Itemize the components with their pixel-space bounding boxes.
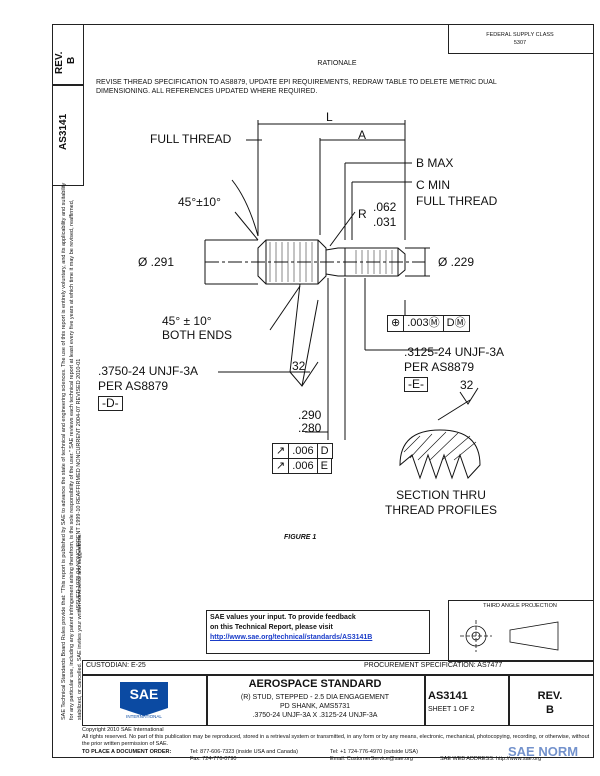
both-ends-leader bbox=[269, 285, 301, 331]
position-symbol: ⊕ bbox=[388, 316, 405, 331]
desc-line2: PD SHANK, AMS5731 bbox=[279, 703, 351, 710]
footer-email: Email: CustomerService@sae.org bbox=[330, 756, 413, 762]
feedback-line2: on this Technical Report, please visit bbox=[210, 624, 333, 631]
page-border bbox=[52, 24, 594, 758]
section-thread-profile bbox=[399, 429, 481, 480]
position-tolerance-frame: ⊕ .003Ⓜ DⓂ bbox=[387, 315, 470, 332]
dia-left-label: Ø .291 bbox=[138, 255, 175, 269]
dim-L-label: L bbox=[326, 110, 333, 124]
thread-left-line2: PER AS8879 bbox=[98, 379, 169, 393]
runout-icon: ↗ bbox=[273, 459, 290, 473]
radius-leader bbox=[329, 211, 356, 247]
section-line2: THREAD PROFILES bbox=[384, 503, 498, 517]
full-thread-right-label: FULL THREAD bbox=[416, 194, 498, 208]
surface-finish-value-2: 32 bbox=[460, 378, 474, 392]
runout-frame-2: ↗ .006 E bbox=[272, 458, 332, 474]
projection-label: THIRD ANGLE PROJECTION bbox=[483, 603, 557, 609]
rev-cell bbox=[508, 674, 594, 726]
chamfer-both-line1: 45° ± 10° bbox=[162, 314, 212, 328]
footer-copyright: Copyright 2010 SAE International bbox=[82, 727, 164, 733]
chamfer-arc bbox=[231, 179, 259, 237]
procurement-label: PROCUREMENT SPECIFICATION: AS7477 bbox=[364, 662, 503, 669]
thread-right-line2: PER AS8879 bbox=[404, 360, 475, 374]
projection-box bbox=[448, 600, 594, 662]
dia-right-label: Ø .229 bbox=[438, 255, 475, 269]
feedback-box bbox=[206, 610, 430, 654]
logo-cell bbox=[82, 674, 208, 726]
margin-rev-box bbox=[52, 24, 84, 86]
position-datum: DⓂ bbox=[446, 317, 466, 329]
chamfer-top-label: 45°±10° bbox=[178, 195, 221, 209]
feedback-link[interactable]: http://www.sae.org/technical/standards/A… bbox=[210, 634, 373, 641]
runout1-datum: D bbox=[320, 445, 329, 457]
footer-rights: All rights reserved. No part of this pub… bbox=[82, 734, 590, 747]
runout-frame-1: ↗ .006 D bbox=[272, 443, 333, 459]
radius-lo: .031 bbox=[373, 215, 397, 229]
custodian-row bbox=[82, 660, 594, 676]
radius-hi: .062 bbox=[373, 200, 397, 214]
title-rev-value: B bbox=[546, 704, 554, 716]
runout1-value: .006 bbox=[289, 444, 318, 458]
sae-logo-text: SAE bbox=[129, 686, 159, 702]
runout2-datum: E bbox=[320, 460, 328, 472]
footer-watermark: SAE NORM bbox=[508, 744, 579, 759]
datum-d: -D- bbox=[98, 396, 123, 411]
desc-line1: (R) STUD, STEPPED - 2.5 DIA ENGAGEMENT bbox=[240, 694, 390, 701]
dim-290: .290 bbox=[298, 408, 322, 422]
footer-tel2: Tel: +1 724-776-4970 (outside USA) bbox=[330, 749, 418, 755]
footer-order-label: TO PLACE A DOCUMENT ORDER: bbox=[82, 749, 172, 755]
dim-280: .280 bbox=[298, 421, 322, 435]
feedback-line1: SAE values your input. To provide feedba… bbox=[210, 614, 356, 621]
b-max-label: B MAX bbox=[416, 156, 454, 170]
section-line1: SECTION THRU bbox=[396, 488, 486, 502]
surface-finish-value: 32 bbox=[292, 359, 306, 373]
title-cell bbox=[206, 674, 426, 726]
custodian-label: CUSTODIAN: E-25 bbox=[86, 662, 146, 669]
margin-docnum-box bbox=[52, 84, 84, 186]
full-thread-left-label: FULL THREAD bbox=[150, 132, 232, 146]
third-angle-projection-icon bbox=[460, 620, 559, 652]
sae-logo bbox=[120, 682, 168, 716]
position-tolerance: .003Ⓜ bbox=[404, 316, 444, 331]
dim-A-label: A bbox=[358, 128, 367, 142]
runout2-value: .006 bbox=[289, 459, 318, 473]
figure-caption: FIGURE 1 bbox=[284, 534, 317, 541]
rationale-text: REVISE THREAD SPECIFICATION TO AS8879, U… bbox=[96, 79, 497, 95]
chamfer-both-line2: BOTH ENDS bbox=[162, 328, 233, 342]
sae-logo-sub: INTERNATIONAL bbox=[126, 714, 162, 719]
docnum-cell bbox=[424, 674, 510, 726]
title-doc-number: AS3141 bbox=[428, 690, 468, 702]
footer-fax: Fax: 724-776-0790 bbox=[190, 756, 237, 762]
radius-prefix: R bbox=[358, 207, 367, 221]
rationale-title: RATIONALE bbox=[317, 60, 357, 67]
stud-drawing bbox=[204, 120, 481, 480]
fed-class-label: FEDERAL SUPPLY CLASS bbox=[486, 32, 554, 38]
title-rev-label: REV. bbox=[537, 690, 563, 702]
datum-e: -E- bbox=[404, 377, 428, 392]
fed-class-value: 5307 bbox=[513, 40, 527, 46]
c-min-label: C MIN bbox=[416, 178, 450, 192]
footer-web: SAE WEB ADDRESS: http://www.sae.org bbox=[440, 756, 542, 762]
thread-left-line1: .3750-24 UNJF-3A bbox=[98, 364, 199, 378]
runout-icon: ↗ bbox=[273, 444, 290, 458]
fed-class-box bbox=[448, 24, 594, 54]
thread-right-line1: .3125-24 UNJF-3A bbox=[404, 345, 505, 359]
desc-line3: .3750-24 UNJF-3A X .3125-24 UNJF-3A bbox=[252, 712, 378, 719]
footer-tel1: Tel: 877-606-7323 (inside USA and Canada… bbox=[190, 749, 298, 755]
section-leader bbox=[437, 399, 471, 421]
left-body bbox=[257, 239, 327, 285]
sheet-label: SHEET 1 OF 2 bbox=[428, 706, 475, 713]
standard-title: AEROSPACE STANDARD bbox=[248, 678, 382, 690]
